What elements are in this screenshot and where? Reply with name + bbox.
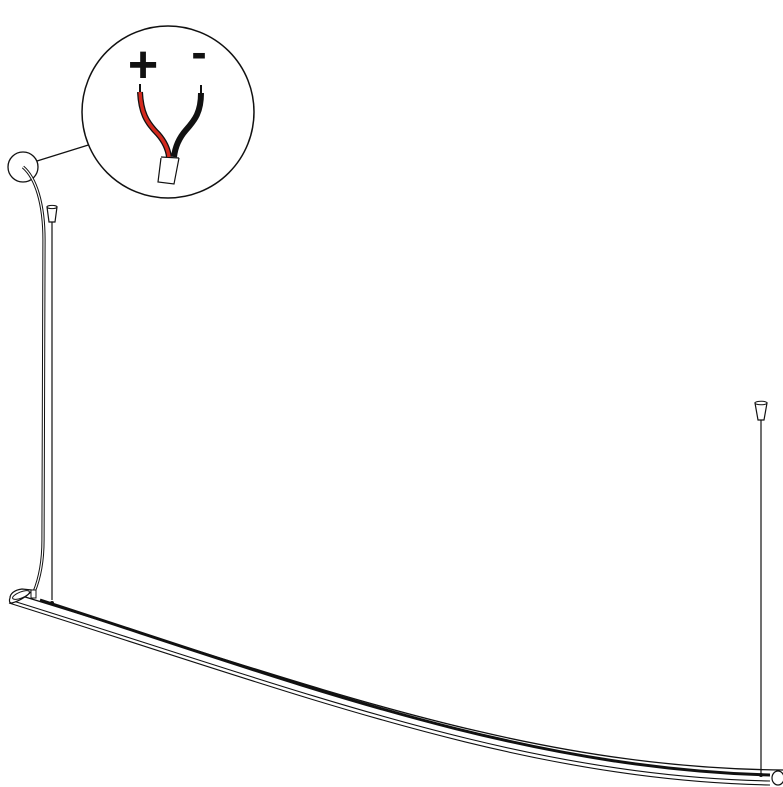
fixture-bottom-edge [8, 602, 771, 786]
fixture-top-edge [11, 592, 783, 771]
right-anchor [759, 773, 763, 777]
fixture-inner-edge [9, 599, 771, 782]
cable-sheath [157, 157, 180, 185]
right-canopy-top [754, 400, 768, 406]
left-anchor [50, 601, 54, 605]
power-cable [21, 165, 46, 593]
cable-entry-marker [7, 151, 39, 183]
positive-label: + [128, 36, 158, 94]
positive-wire [138, 91, 171, 158]
wiring-detail: + - [81, 25, 255, 199]
detail-circle [81, 25, 255, 199]
left-anchor-2 [56, 604, 60, 608]
curved-light-fixture [8, 588, 783, 786]
fixture-left-end-opening [12, 590, 30, 600]
negative-label: - [191, 26, 206, 78]
fixture-diffuser [39, 598, 771, 777]
power-cable-inner [22, 166, 45, 593]
left-canopy [46, 206, 58, 223]
cable-gland [30, 589, 37, 599]
cable-sheath-top [160, 156, 180, 159]
left-canopy-top [46, 204, 58, 210]
negative-wire [171, 92, 204, 158]
left-suspension [46, 204, 58, 600]
detail-leader-line [36, 141, 99, 162]
right-canopy [754, 402, 768, 421]
right-suspension [754, 400, 768, 775]
fixture-right-end-cap [771, 770, 783, 786]
